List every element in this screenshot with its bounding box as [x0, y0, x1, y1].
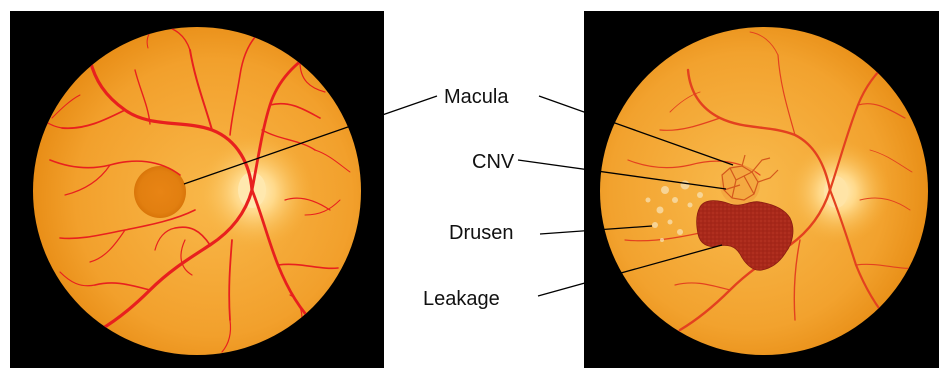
cnv-label: CNV	[472, 151, 515, 173]
healthy-retina-panel	[10, 11, 384, 368]
macula-label: Macula	[444, 86, 509, 108]
amd-retina-panel	[584, 11, 939, 368]
leakage-label: Leakage	[423, 288, 500, 310]
drusen-label: Drusen	[449, 222, 513, 244]
